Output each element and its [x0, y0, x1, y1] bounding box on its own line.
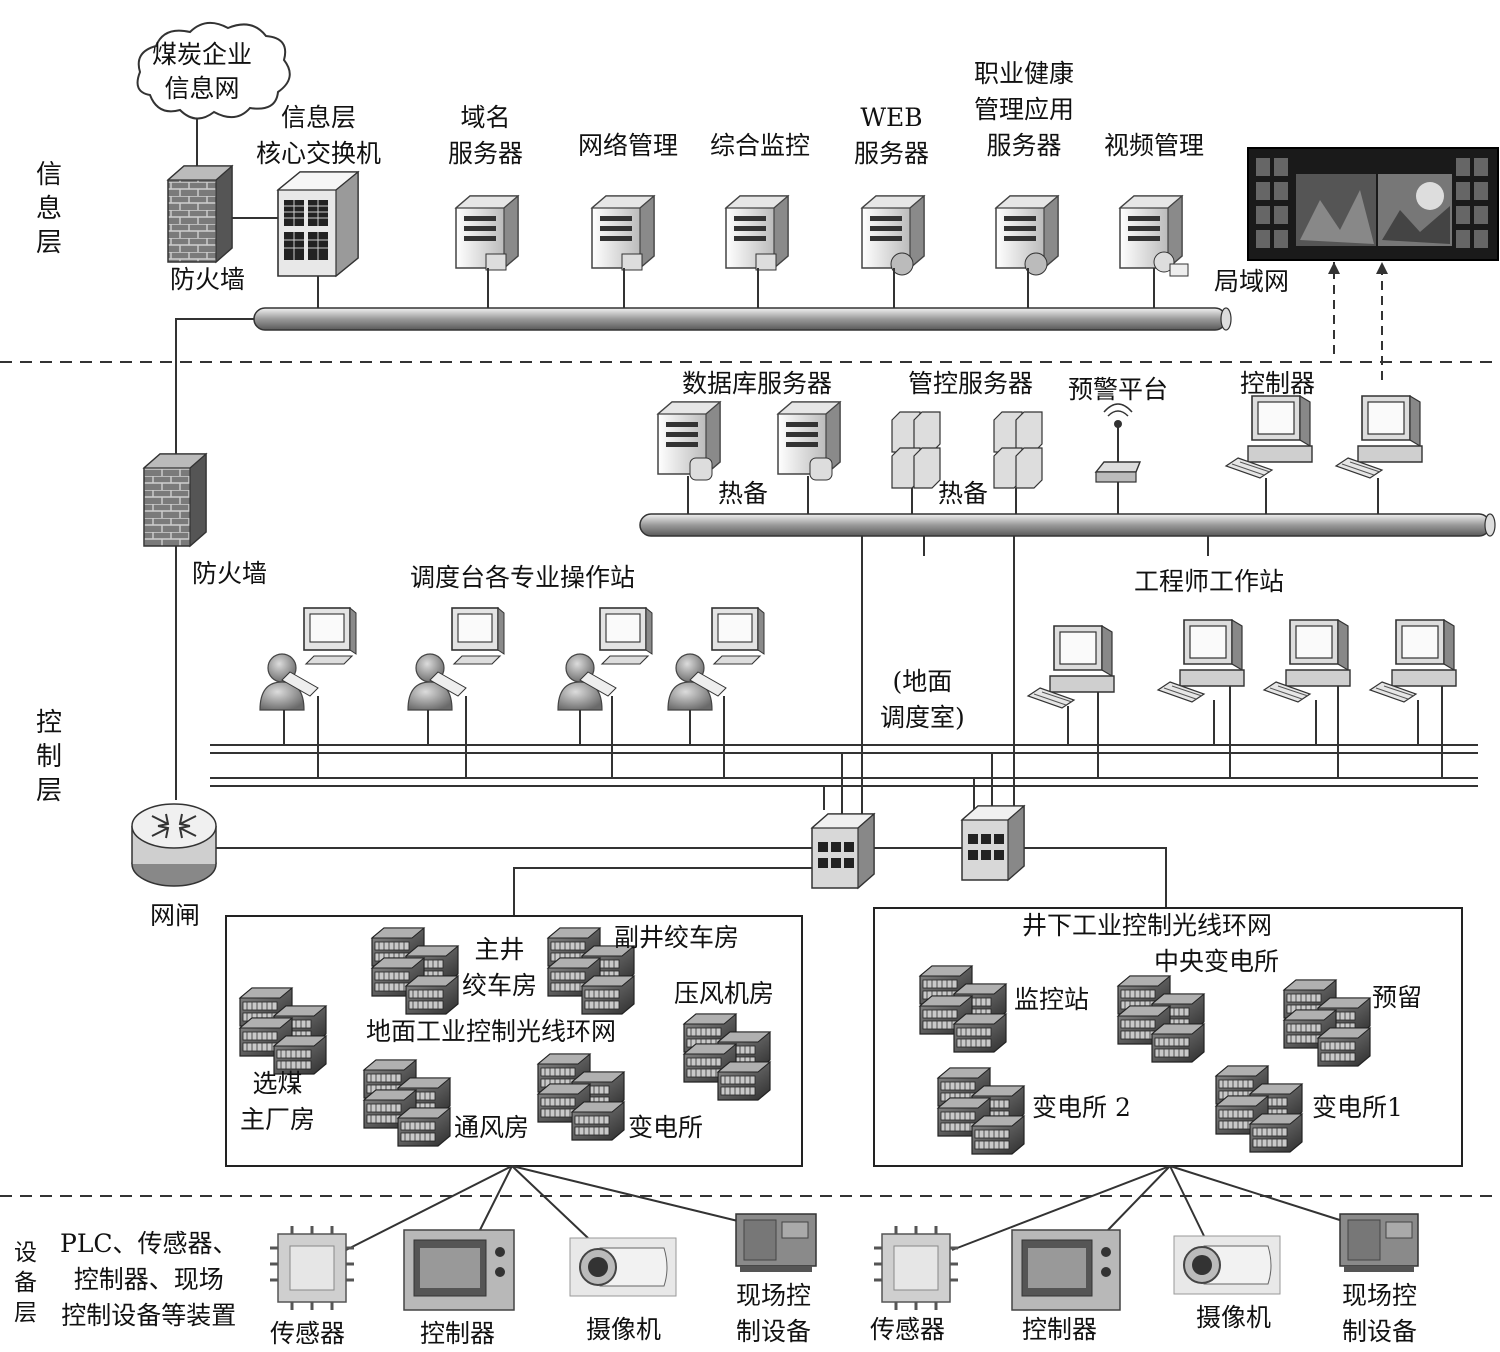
- controller-computer-1-icon: [1225, 395, 1313, 479]
- compressor-label: 压风机房: [674, 979, 775, 1008]
- monitor-station-label: 监控站: [1014, 985, 1090, 1014]
- controller-label: 控制器: [1240, 369, 1316, 398]
- firewall-icon: [166, 164, 234, 264]
- core-switch-icon: [276, 170, 360, 278]
- rack-monitor-station-icon: [920, 966, 1006, 1052]
- aux-shaft-label: 副井绞车房: [614, 923, 740, 952]
- rack-main-shaft-icon: [372, 928, 458, 1014]
- controller-1-icon: [403, 1229, 515, 1311]
- db-server-1-icon: [657, 401, 721, 481]
- sensor-2-icon: [874, 1226, 958, 1310]
- rack-substation1-icon: [1216, 1066, 1302, 1152]
- rack-coal-prep-icon: [240, 988, 326, 1074]
- cloud-label: 煤炭企业 信息网: [152, 40, 253, 103]
- core-switch-label: 信息层 核心交换机: [256, 103, 382, 168]
- camera-1-label: 摄像机: [586, 1315, 662, 1344]
- health-server-label: 职业健康 管理应用 服务器: [974, 59, 1075, 160]
- video-server-icon: [1119, 195, 1189, 277]
- web-server-label: WEB 服务器: [854, 103, 930, 168]
- rack-ventilation-icon: [364, 1060, 450, 1146]
- dns-server-label: 域名 服务器: [448, 103, 524, 168]
- antenna-icon: [1094, 403, 1142, 483]
- field-device-1-label: 现场控 制设备: [736, 1281, 812, 1346]
- controller-2-icon: [1011, 1229, 1121, 1311]
- rack-substation-icon: [538, 1054, 624, 1140]
- controller-2-label: 控制器: [1022, 1315, 1098, 1344]
- engineer-station-1: [1027, 625, 1115, 709]
- network-mgmt-server-icon: [591, 195, 655, 271]
- mgmt-server-1-icon: [891, 411, 941, 489]
- field-device-2-icon: [1339, 1213, 1419, 1272]
- engineer-station-2: [1157, 619, 1245, 703]
- operator-station-3: [557, 607, 653, 711]
- monitor-server-icon: [725, 195, 789, 271]
- camera-1-icon: [569, 1237, 677, 1297]
- ring-switch-2-icon: [961, 805, 1025, 881]
- dispatch-bus-lines: [210, 744, 1478, 787]
- health-server-icon: [995, 195, 1059, 276]
- rack-substation2-icon: [938, 1068, 1024, 1154]
- reserved-label: 预留: [1372, 983, 1423, 1012]
- camera-2-icon: [1173, 1235, 1281, 1295]
- sensor-1-label: 传感器: [270, 1319, 346, 1348]
- info-lan-bus: [253, 307, 1232, 331]
- gateway-router-icon: [131, 803, 217, 887]
- ground-dispatch-label: (地面 调度室): [880, 667, 965, 732]
- engineer-station-4: [1369, 619, 1457, 703]
- lan-label: 局域网: [1214, 267, 1290, 296]
- substation1-label: 变电所1: [1312, 1093, 1403, 1122]
- hot-standby-1-label: 热备: [718, 479, 769, 508]
- db-server-2-icon: [777, 401, 841, 481]
- operator-station-2: [407, 607, 505, 711]
- hot-standby-2-label: 热备: [938, 479, 989, 508]
- firewall-label: 防火墙: [170, 265, 246, 294]
- surface-ring-title: 地面工业控制光线环网: [366, 1017, 617, 1046]
- cloud-icon: [136, 21, 291, 120]
- dispatch-stations-label: 调度台各专业操作站: [410, 563, 636, 592]
- mgmt-server-label: 管控服务器: [908, 369, 1034, 398]
- substation-label: 变电所: [628, 1113, 704, 1142]
- layer-label-info: 信 息 层: [36, 160, 63, 258]
- engineer-stations-label: 工程师工作站: [1134, 567, 1285, 596]
- network-mgmt-label: 网络管理: [578, 131, 679, 160]
- video-wall-icon: [1247, 147, 1499, 261]
- layer-label-device: 设 备 层: [14, 1240, 37, 1326]
- substation2-label: 变电所 2: [1032, 1093, 1131, 1122]
- camera-2-label: 摄像机: [1196, 1303, 1272, 1332]
- controller-1-label: 控制器: [420, 1319, 496, 1348]
- rack-central-sub-icon: [1118, 976, 1204, 1062]
- field-device-1-icon: [735, 1213, 817, 1272]
- rack-reserved-icon: [1284, 980, 1370, 1066]
- ventilation-label: 通风房: [454, 1113, 530, 1142]
- mgmt-server-2-icon: [993, 411, 1043, 489]
- integrated-monitor-label: 综合监控: [710, 131, 811, 160]
- rack-compressor-icon: [684, 1014, 770, 1100]
- layer-label-control: 控 制 层: [36, 708, 63, 806]
- coal-prep-label: 选煤 主厂房: [240, 1069, 316, 1134]
- underground-ring-title: 井下工业控制光线环网: [1022, 911, 1273, 940]
- ring-switch-1-icon: [811, 813, 875, 889]
- firewall-2-label: 防火墙: [192, 559, 268, 588]
- field-device-2-label: 现场控 制设备: [1342, 1281, 1418, 1346]
- operator-station-4: [667, 607, 765, 711]
- sensor-1-icon: [270, 1226, 354, 1310]
- control-bus: [639, 513, 1496, 537]
- db-server-label: 数据库服务器: [682, 369, 833, 398]
- central-sub-label: 中央变电所: [1154, 947, 1280, 976]
- dns-server-icon: [455, 195, 519, 271]
- web-server-icon: [861, 195, 925, 276]
- main-shaft-label: 主井 绞车房: [462, 935, 538, 1000]
- devices-desc-label: PLC、传感器、 控制器、现场 控制设备等装置: [60, 1229, 238, 1330]
- warning-platform-label: 预警平台: [1068, 375, 1169, 404]
- sensor-2-label: 传感器: [870, 1315, 946, 1344]
- controller-computer-2-icon: [1335, 395, 1423, 479]
- firewall-2-icon: [142, 452, 208, 548]
- video-mgmt-label: 视频管理: [1104, 131, 1205, 160]
- gateway-label: 网闸: [150, 901, 201, 930]
- operator-station-1: [259, 607, 357, 711]
